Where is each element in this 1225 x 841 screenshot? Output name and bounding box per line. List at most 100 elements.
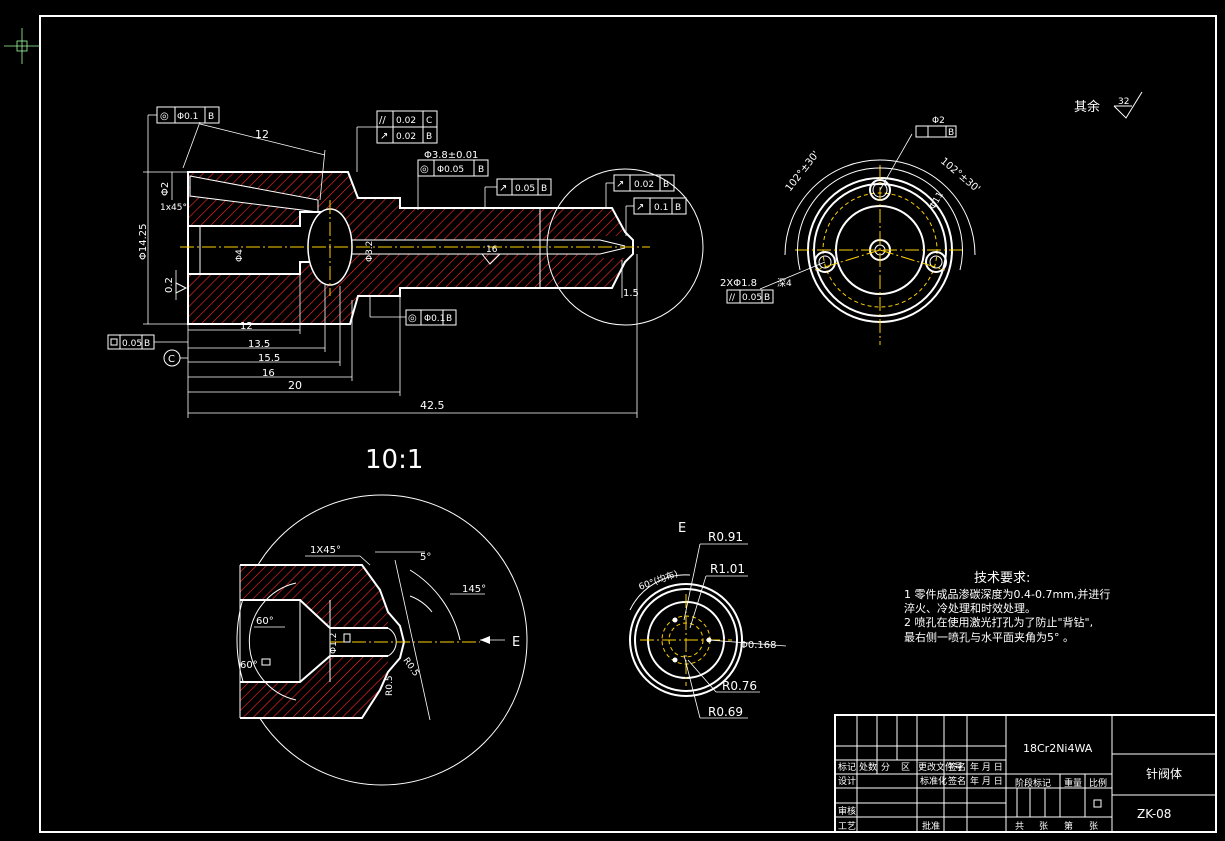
tb-part-name: 针阀体	[1146, 766, 1182, 781]
viewe-angle: 60°(均布)	[637, 568, 680, 593]
dim-len155: 15.5	[258, 353, 280, 364]
svg-text:设计: 设计	[838, 775, 856, 787]
svg-text:签名: 签名	[948, 761, 966, 773]
datum-c-label: C	[168, 354, 175, 365]
detail-scale: 10:1	[365, 445, 423, 475]
viewe-r091: R0.91	[708, 530, 743, 544]
svg-text:◎: ◎	[420, 164, 429, 175]
svg-text:0.05: 0.05	[742, 293, 762, 303]
notes-line-1: 1 零件成品渗碳深度为0.4-0.7mm,并进行	[904, 587, 1110, 601]
side-angle-2: 102°±30'	[938, 156, 982, 195]
svg-text:◎: ◎	[408, 313, 417, 324]
detail-ang5: 5°	[420, 552, 431, 563]
detail-boundary-circle	[236, 494, 528, 786]
hatch-upper	[188, 172, 625, 240]
detail-view-arrow-e: E	[512, 635, 520, 650]
svg-text:0.05: 0.05	[122, 339, 142, 349]
svg-text:0.02: 0.02	[396, 132, 416, 142]
tb-material: 18Cr2Ni4WA	[1023, 742, 1093, 755]
dim-d4: Φ4	[235, 249, 245, 262]
detail-circle-e	[546, 168, 704, 326]
svg-text:Φ0.1: Φ0.1	[424, 314, 445, 324]
main-dimensions: Φ14.25 Φ2 1x45° 0.2 Φ4 Φ3.2 12 12 13.5 1…	[138, 121, 639, 418]
dim-len135: 13.5	[248, 339, 270, 350]
svg-text:年 月 日: 年 月 日	[970, 761, 1003, 773]
view-e: E 60°(均布) R0.91 R1.01 Φ0.168 R0.76 R0.69	[629, 521, 787, 719]
svg-text:↗: ↗	[636, 202, 644, 213]
svg-text:审核: 审核	[838, 805, 856, 817]
roughness-value: 32	[1118, 97, 1129, 107]
side-depth-label: 深4	[777, 278, 792, 289]
dim-len15: 1.5	[623, 288, 639, 299]
svg-text:共: 共	[1015, 821, 1024, 832]
fcf-top-left: ◎ Φ0.1 B	[147, 106, 220, 172]
dim-d38: Φ3.8±0.01	[424, 150, 478, 161]
svg-text:B: B	[764, 293, 770, 303]
svg-text:0.02: 0.02	[634, 180, 654, 190]
viewe-r076: R0.76	[722, 679, 757, 693]
svg-text:B: B	[948, 128, 954, 138]
dim-top-12: 12	[255, 128, 269, 141]
svg-text:张: 张	[1089, 821, 1098, 832]
dim-len12: 12	[240, 321, 253, 332]
viewe-r101: R1.01	[710, 562, 745, 576]
svg-text:处数: 处数	[859, 761, 877, 773]
fcf-flatness: 0.05 B	[107, 334, 188, 350]
detail-view: 10:1 1X45° 5° 145° 60° 60° Φ1.2 R0.5 R0.…	[236, 445, 528, 786]
svg-text:B: B	[541, 184, 547, 194]
svg-text:阶段标记: 阶段标记	[1015, 777, 1051, 789]
side-holes-label: 2XΦ1.8	[720, 278, 757, 289]
notes-line-2: 淬火、冷处理和时效处理。	[904, 601, 1036, 615]
detail-r05: R0.5	[385, 675, 395, 696]
side-phi11: Φ11	[928, 190, 946, 211]
dim-len20: 20	[288, 379, 302, 392]
svg-text:更改文件号: 更改文件号	[918, 761, 963, 773]
ucs-crosshair-icon[interactable]	[4, 28, 40, 64]
fcf-conc2: ◎ Φ0.05 B	[417, 159, 489, 177]
detail-phi12: Φ1.2	[329, 633, 339, 654]
svg-text:Φ0.1: Φ0.1	[177, 112, 198, 122]
svg-text:B: B	[426, 132, 432, 142]
svg-text:B: B	[663, 180, 669, 190]
roughness-label: 其余	[1074, 99, 1100, 115]
svg-text:Φ0.05: Φ0.05	[437, 165, 464, 175]
svg-text://: //	[729, 293, 736, 303]
svg-text:B: B	[675, 203, 681, 213]
side-angle-1: 102°±30'	[784, 149, 822, 194]
svg-text://: //	[379, 115, 386, 126]
dim-len16: 16	[262, 368, 275, 379]
svg-text:比例: 比例	[1089, 777, 1107, 789]
dim-d02: 0.2	[164, 277, 175, 293]
svg-text:第: 第	[1064, 820, 1073, 832]
detail-ang145: 145°	[462, 584, 486, 595]
view-e-title: E	[678, 521, 686, 536]
notes-line-4: 最右侧一喷孔与水平面夹角为5° 。	[904, 630, 1074, 644]
part-outline	[187, 171, 634, 325]
dim-phi2: Φ2	[160, 182, 171, 196]
svg-text:B: B	[478, 165, 484, 175]
technical-notes: 技术要求: 1 零件成品渗碳深度为0.4-0.7mm,并进行 淬火、冷处理和时效…	[904, 571, 1110, 644]
dim-len425: 42.5	[420, 399, 445, 412]
hatch-lower	[188, 254, 625, 324]
svg-text:签名: 签名	[948, 775, 966, 787]
svg-text:重量: 重量	[1064, 777, 1082, 789]
svg-text:B: B	[208, 112, 214, 122]
svg-text:批准: 批准	[922, 820, 940, 832]
viewe-phi0168: Φ0.168	[740, 640, 777, 651]
svg-text:工艺: 工艺	[838, 821, 856, 832]
svg-text:B: B	[446, 314, 452, 324]
svg-text:0.1: 0.1	[654, 203, 668, 213]
svg-text:标记: 标记	[838, 761, 856, 773]
fcf-runout3: ↗ 0.02 B	[605, 174, 675, 208]
main-section-view	[180, 168, 704, 326]
side-view: 102°±30' 102°±30' Φ11 Φ2 B 2XΦ1.8 深4 // …	[720, 116, 982, 345]
svg-text:年 月 日: 年 月 日	[970, 775, 1003, 787]
svg-text:分: 分	[881, 762, 890, 773]
svg-text:0.02: 0.02	[396, 116, 416, 126]
fcf-parallel-runout: // 0.02 C ↗ 0.02 B	[356, 110, 438, 172]
svg-text:标准化: 标准化	[920, 775, 947, 787]
detail-ang60a: 60°	[256, 616, 274, 627]
dim-phi32: Φ3.2	[365, 241, 375, 262]
drawing-border	[39, 15, 1217, 833]
